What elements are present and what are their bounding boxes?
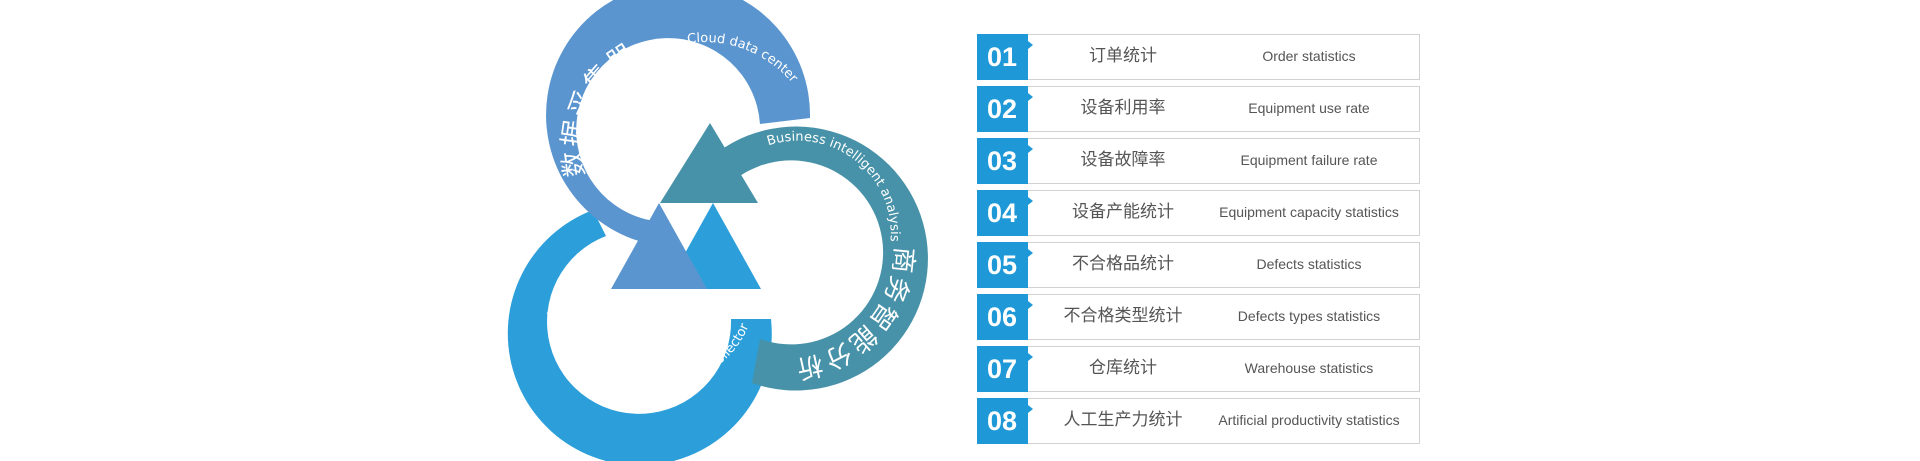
item-chinese-label: 订单统计: [1089, 46, 1157, 66]
item-number-badge: 03: [976, 137, 1033, 184]
item-english-label: Equipment capacity statistics: [1219, 204, 1399, 220]
list-item: 07 仓库统计 Warehouse statistics: [976, 345, 1420, 392]
item-number-badge: 08: [976, 397, 1033, 444]
item-english-label: Defects statistics: [1256, 256, 1362, 272]
item-english-label: Artificial productivity statistics: [1218, 412, 1400, 428]
item-number-badge: 02: [976, 85, 1033, 132]
item-number-badge: 07: [976, 345, 1033, 392]
item-english-label: Equipment failure rate: [1240, 152, 1378, 168]
item-chinese-label: 人工生产力统计: [1063, 410, 1183, 430]
list-item: 03 设备故障率 Equipment failure rate: [976, 137, 1420, 184]
list-item: 01 订单统计 Order statistics: [976, 33, 1420, 80]
item-english-label: Equipment use rate: [1248, 100, 1370, 116]
item-english-label: Order statistics: [1262, 48, 1356, 64]
list-item: 05 不合格品统计 Defects statistics: [976, 241, 1420, 288]
item-number-badge: 04: [976, 189, 1033, 236]
item-english-label: Defects types statistics: [1237, 308, 1381, 324]
item-number-badge: 06: [976, 293, 1033, 340]
feature-list: 01 订单统计 Order statistics 02 设备利用率 Equipm…: [976, 33, 1420, 450]
list-item: 08 人工生产力统计 Artificial productivity stati…: [976, 397, 1420, 444]
top-arrow-band: [546, 0, 811, 244]
item-chinese-label: 设备产能统计: [1072, 202, 1174, 222]
right-arrow-band: [718, 126, 928, 391]
top-arrow-head: [611, 203, 707, 289]
item-chinese-label: 仓库统计: [1089, 358, 1157, 378]
list-item: 02 设备利用率 Equipment use rate: [976, 85, 1420, 132]
right-arrow-head: [660, 123, 758, 203]
item-chinese-label: 设备利用率: [1080, 98, 1166, 118]
right-arrow-cn-label: 商务智能分析: [792, 246, 919, 384]
left-arrow-band: [507, 210, 772, 461]
item-chinese-label: 设备故障率: [1080, 150, 1166, 170]
list-item: 06 不合格类型统计 Defects types statistics: [976, 293, 1420, 340]
top-arrow: [546, 0, 811, 289]
item-number-badge: 01: [976, 33, 1033, 80]
item-chinese-label: 不合格类型统计: [1063, 306, 1183, 326]
list-item: 04 设备产能统计 Equipment capacity statistics: [976, 189, 1420, 236]
item-english-label: Warehouse statistics: [1244, 360, 1374, 376]
item-chinese-label: 不合格品统计: [1072, 254, 1174, 274]
right-arrow: [660, 123, 928, 391]
item-number-badge: 05: [976, 241, 1033, 288]
